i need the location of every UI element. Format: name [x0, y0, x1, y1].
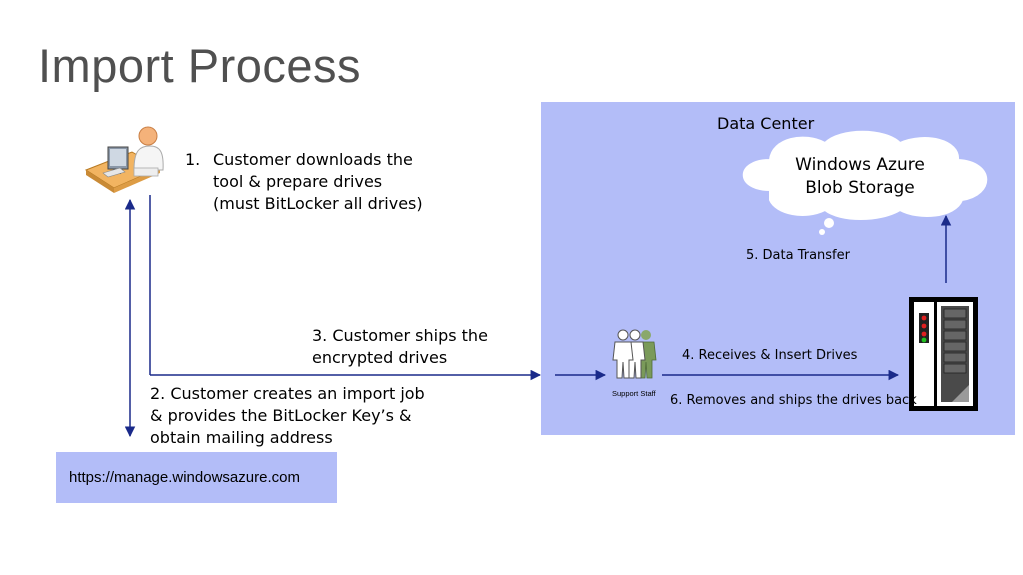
step2-line2: & provides the BitLocker Key’s & [150, 406, 412, 425]
step2-line1: 2. Customer creates an import job [150, 384, 425, 403]
step5-text: 5. Data Transfer [746, 248, 850, 263]
step3-line1: 3. Customer ships the [312, 326, 488, 345]
cloud-label-line1: Windows Azure [795, 155, 925, 175]
support-staff-icon [612, 329, 657, 379]
step1-line1: Customer downloads the [213, 150, 413, 169]
step3-line2: encrypted drives [312, 348, 448, 367]
step2-text: 2. Customer creates an import job & prov… [150, 383, 425, 449]
cloud-label-line2: Blob Storage [805, 178, 915, 198]
cloud-icon [742, 130, 988, 235]
page-title: Import Process [38, 39, 362, 92]
portal-url: https://manage.windowsazure.com [69, 469, 300, 486]
customer-desk-icon [84, 126, 164, 193]
step2-line3: obtain mailing address [150, 428, 333, 447]
server-rack-icon [909, 297, 978, 411]
step1-number: 1. [185, 150, 201, 169]
step1-line3: (must BitLocker all drives) [213, 194, 423, 213]
cloud-label: Windows Azure Blob Storage [760, 154, 960, 200]
step1-text: Customer downloads the tool & prepare dr… [213, 149, 423, 215]
step3-text: 3. Customer ships the encrypted drives [312, 325, 488, 369]
support-staff-label: Support Staff [612, 389, 656, 398]
data-center-label: Data Center [717, 114, 815, 133]
portal-box: https://manage.windowsazure.com [56, 452, 337, 503]
step4-text: 4. Receives & Insert Drives [682, 348, 858, 363]
step6-text: 6. Removes and ships the drives back [670, 393, 917, 408]
step1-line2: tool & prepare drives [213, 172, 383, 191]
